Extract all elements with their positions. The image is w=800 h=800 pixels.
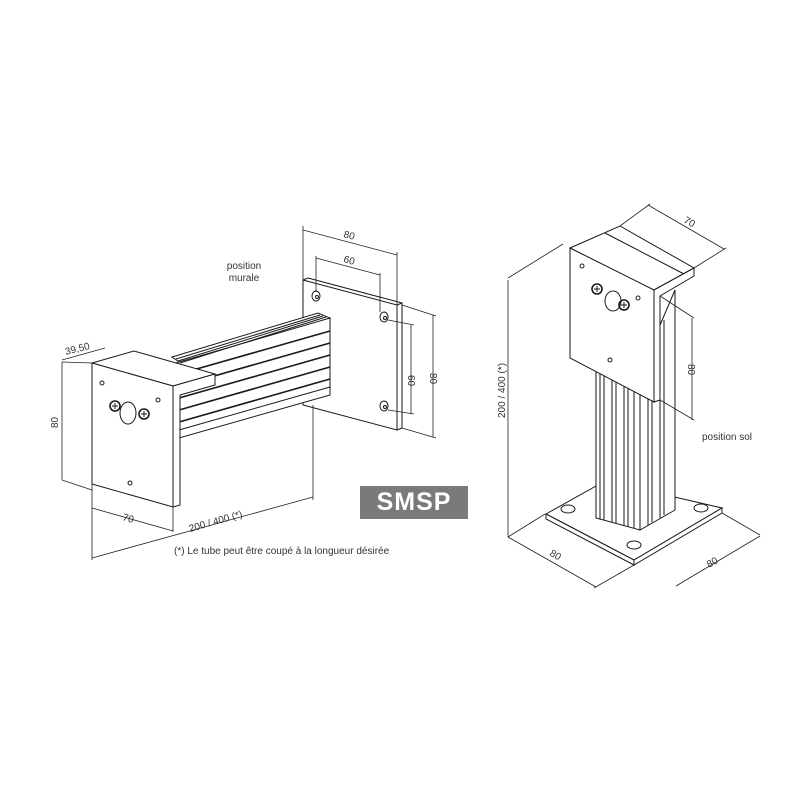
wall-position-label: position murale (214, 261, 274, 285)
dim-base-left: 80 (548, 548, 564, 563)
dim-top-depth: 70 (682, 215, 698, 230)
dim-base-right: 80 (705, 555, 721, 570)
dim-tube-length: 200 / 400 (*) (188, 509, 244, 535)
dim-plate-height: 80 (427, 373, 438, 385)
floor-position-label: position sol (702, 432, 753, 443)
dim-plate-width: 80 (342, 229, 356, 243)
product-badge: SMSP (360, 486, 468, 519)
dim-hole-spacing-h: 60 (342, 254, 356, 268)
footnote: (*) Le tube peut être coupé à la longueu… (174, 546, 390, 557)
wall-mount-assembly: 39,50 80 70 200 / 400 (*) 80 60 60 80 (50, 226, 438, 560)
dim-hole-spacing-v: 60 (405, 375, 416, 387)
floor-mount-assembly: 70 80 200 / 400 (*) 80 80 (497, 203, 761, 589)
dim-top-height: 80 (685, 364, 696, 376)
wall-position-label-line2: murale (228, 273, 260, 284)
dim-front-width: 70 (121, 512, 135, 526)
wall-position-label-line1: position (226, 261, 262, 272)
dim-front-height: 80 (50, 416, 61, 428)
dim-column-height: 200 / 400 (*) (497, 363, 508, 418)
